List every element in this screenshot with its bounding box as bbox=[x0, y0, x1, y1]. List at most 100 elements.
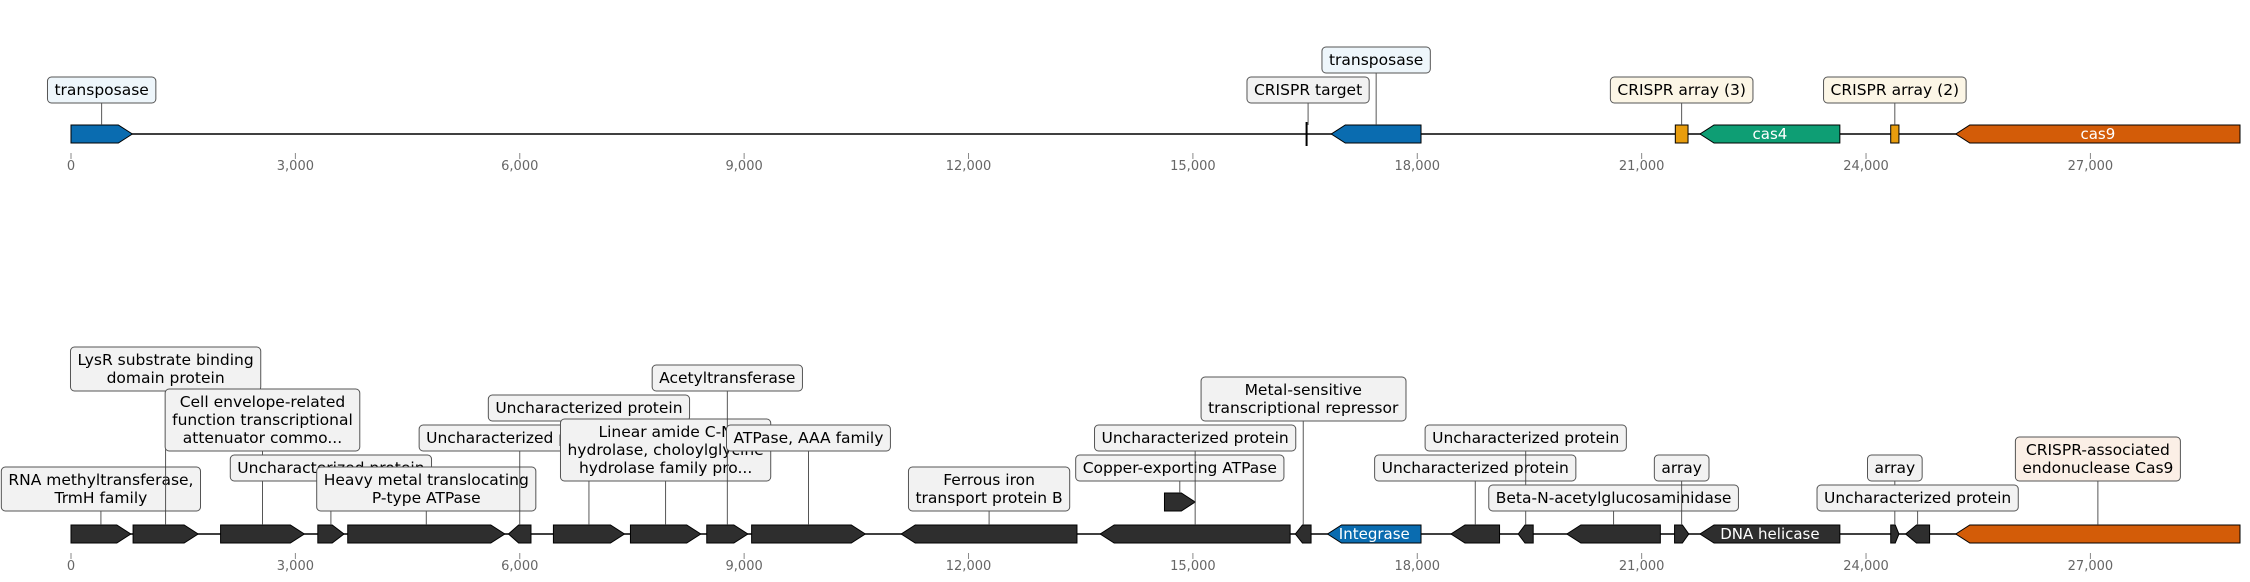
gene-arrow[interactable] bbox=[1565, 524, 1661, 544]
axis-tick-label: 15,000 bbox=[1170, 559, 1216, 574]
gene-inner-label: cas4 bbox=[1753, 125, 1788, 143]
feature-label-text: transposase bbox=[54, 81, 148, 99]
feature-label-box bbox=[164, 388, 361, 452]
axis-tick-label: 24,000 bbox=[1843, 159, 1889, 174]
feature-label-box bbox=[1823, 76, 1967, 104]
feature-label: CRISPR array (3) bbox=[1609, 76, 1754, 104]
gene-inner-label: cas9 bbox=[2080, 125, 2115, 143]
axis-tick-label: 27,000 bbox=[2068, 159, 2114, 174]
axis-tick-label: 9,000 bbox=[726, 159, 763, 174]
feature-label-box bbox=[1424, 424, 1627, 452]
gene-arrow[interactable] bbox=[1699, 524, 1841, 544]
feature-label: transposase bbox=[46, 76, 157, 104]
gene-arrow[interactable] bbox=[1450, 524, 1501, 544]
gene-arrow[interactable] bbox=[1294, 524, 1312, 544]
gene-arrow[interactable] bbox=[751, 524, 867, 544]
gene-arrow[interactable] bbox=[1674, 124, 1689, 144]
axis-tick-label: 12,000 bbox=[946, 559, 992, 574]
gene-inner-label: Integrase bbox=[1339, 525, 1410, 543]
feature-label-text: Beta-N-acetylglucosaminidase bbox=[1496, 489, 1732, 507]
axis-tick-label: 0 bbox=[67, 559, 75, 574]
axis-tick-label: 9,000 bbox=[726, 559, 763, 574]
feature-label: Copper-exporting ATPase bbox=[1075, 454, 1285, 482]
feature-label-box bbox=[907, 466, 1071, 512]
axis-tick-label: 3,000 bbox=[277, 159, 314, 174]
feature-label-text: Copper-exporting ATPase bbox=[1083, 459, 1277, 477]
axis-tick-label: 18,000 bbox=[1395, 159, 1441, 174]
feature-label: CRISPR target bbox=[1246, 76, 1370, 104]
gene-inner-label: DNA helicase bbox=[1720, 525, 1819, 543]
gene-arrow[interactable] bbox=[552, 524, 626, 544]
feature-label-box bbox=[1867, 454, 1923, 482]
feature-label-box bbox=[651, 364, 803, 392]
feature-label-box bbox=[1075, 454, 1285, 482]
gene-arrow[interactable] bbox=[317, 524, 345, 544]
gene-arrow[interactable] bbox=[1954, 524, 2241, 544]
gene-arrow[interactable] bbox=[1699, 124, 1841, 144]
gene-arrow[interactable] bbox=[1163, 492, 1197, 512]
feature-label-text: transposase bbox=[1329, 51, 1423, 69]
gene-arrow[interactable] bbox=[1954, 124, 2241, 144]
gene-arrow[interactable] bbox=[347, 524, 506, 544]
feature-label-box bbox=[725, 424, 891, 452]
gene-arrow[interactable] bbox=[70, 124, 134, 144]
gene-arrow[interactable] bbox=[629, 524, 702, 544]
axis-tick-label: 0 bbox=[67, 159, 75, 174]
feature-label-box bbox=[1321, 46, 1431, 74]
gene-arrow[interactable] bbox=[1326, 524, 1422, 544]
gene-arrow[interactable] bbox=[1890, 124, 1900, 144]
gene-arrow[interactable] bbox=[1517, 524, 1534, 544]
axis-tick-label: 18,000 bbox=[1395, 559, 1441, 574]
feature-label-box bbox=[1094, 424, 1297, 452]
gene-arrow[interactable] bbox=[1674, 524, 1690, 544]
feature-label-text: RNA methyltransferase,TrmH family bbox=[8, 471, 193, 507]
gene-arrow[interactable] bbox=[220, 524, 306, 544]
feature-label-text: CRISPR array (3) bbox=[1617, 81, 1746, 99]
feature-label-box bbox=[1200, 376, 1407, 422]
feature-label-box bbox=[2014, 436, 2181, 482]
axis-tick-label: 6,000 bbox=[501, 559, 538, 574]
feature-label: CRISPR array (2) bbox=[1823, 76, 1967, 104]
feature-label-text: ATPase, AAA family bbox=[733, 429, 883, 447]
gene-arrow[interactable] bbox=[706, 524, 749, 544]
gene-arrow[interactable] bbox=[1890, 524, 1900, 544]
feature-label-box bbox=[1653, 454, 1710, 482]
feature-label: Beta-N-acetylglucosaminidase bbox=[1488, 484, 1739, 512]
gene-arrow[interactable] bbox=[1330, 124, 1422, 144]
gene-arrow[interactable] bbox=[1099, 524, 1291, 544]
feature-label: RNA methyltransferase,TrmH family bbox=[0, 466, 202, 512]
feature-label-box bbox=[1246, 76, 1370, 104]
feature-label-text: Uncharacterized protein bbox=[1102, 429, 1289, 447]
gene-arrow[interactable] bbox=[1904, 524, 1931, 544]
axis-tick-label: 3,000 bbox=[277, 559, 314, 574]
axis-tick-label: 21,000 bbox=[1619, 159, 1665, 174]
axis-tick-label: 6,000 bbox=[501, 159, 538, 174]
feature-label-box bbox=[316, 466, 537, 512]
feature-label: Uncharacterized protein bbox=[487, 394, 691, 422]
feature-label-text: array bbox=[1875, 459, 1916, 477]
feature-label: ATPase, AAA family bbox=[725, 424, 891, 452]
feature-label-box bbox=[0, 466, 202, 512]
gene-arrow[interactable] bbox=[70, 524, 132, 544]
gene-arrow[interactable] bbox=[132, 524, 200, 544]
gene-arrow[interactable] bbox=[900, 524, 1078, 544]
axis-tick-label: 24,000 bbox=[1843, 559, 1889, 574]
gene-arrow[interactable] bbox=[507, 524, 532, 544]
feature-label: Uncharacterized protein bbox=[1816, 484, 2019, 512]
feature-label-text: array bbox=[1661, 459, 1702, 477]
axis-tick-label: 27,000 bbox=[2068, 559, 2114, 574]
